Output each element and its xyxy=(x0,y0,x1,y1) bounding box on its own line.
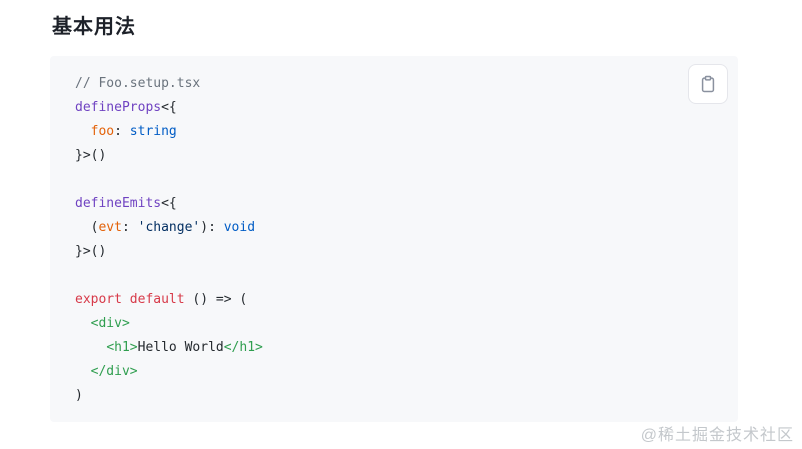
code-line: defineEmits<{ xyxy=(75,196,177,211)
code-line: }>() xyxy=(75,148,107,163)
code-line: defineProps<{ xyxy=(75,100,177,115)
code-line: <div> xyxy=(90,316,130,331)
code-line xyxy=(75,168,718,192)
copy-code-button[interactable] xyxy=(688,64,728,104)
code-line: </div> xyxy=(90,364,138,379)
code-line xyxy=(75,264,718,288)
code-block: // Foo.setup.tsx defineProps<{ foo: strin… xyxy=(50,56,738,422)
page-title: 基本用法 xyxy=(52,16,136,38)
code-line: ) xyxy=(75,388,83,403)
code-line: // Foo.setup.tsx xyxy=(75,76,201,91)
code-line: <h1>Hello World</h1> xyxy=(106,340,263,355)
code-line: (evt: 'change'): void xyxy=(75,220,256,235)
code-line: }>() xyxy=(75,244,107,259)
code-line: foo: string xyxy=(90,124,177,139)
code-line: export default () => ( xyxy=(75,292,248,307)
code-content: // Foo.setup.tsx defineProps<{ foo: strin… xyxy=(50,56,738,422)
watermark: @稀土掘金技术社区 xyxy=(640,427,794,444)
clipboard-icon xyxy=(698,74,718,94)
